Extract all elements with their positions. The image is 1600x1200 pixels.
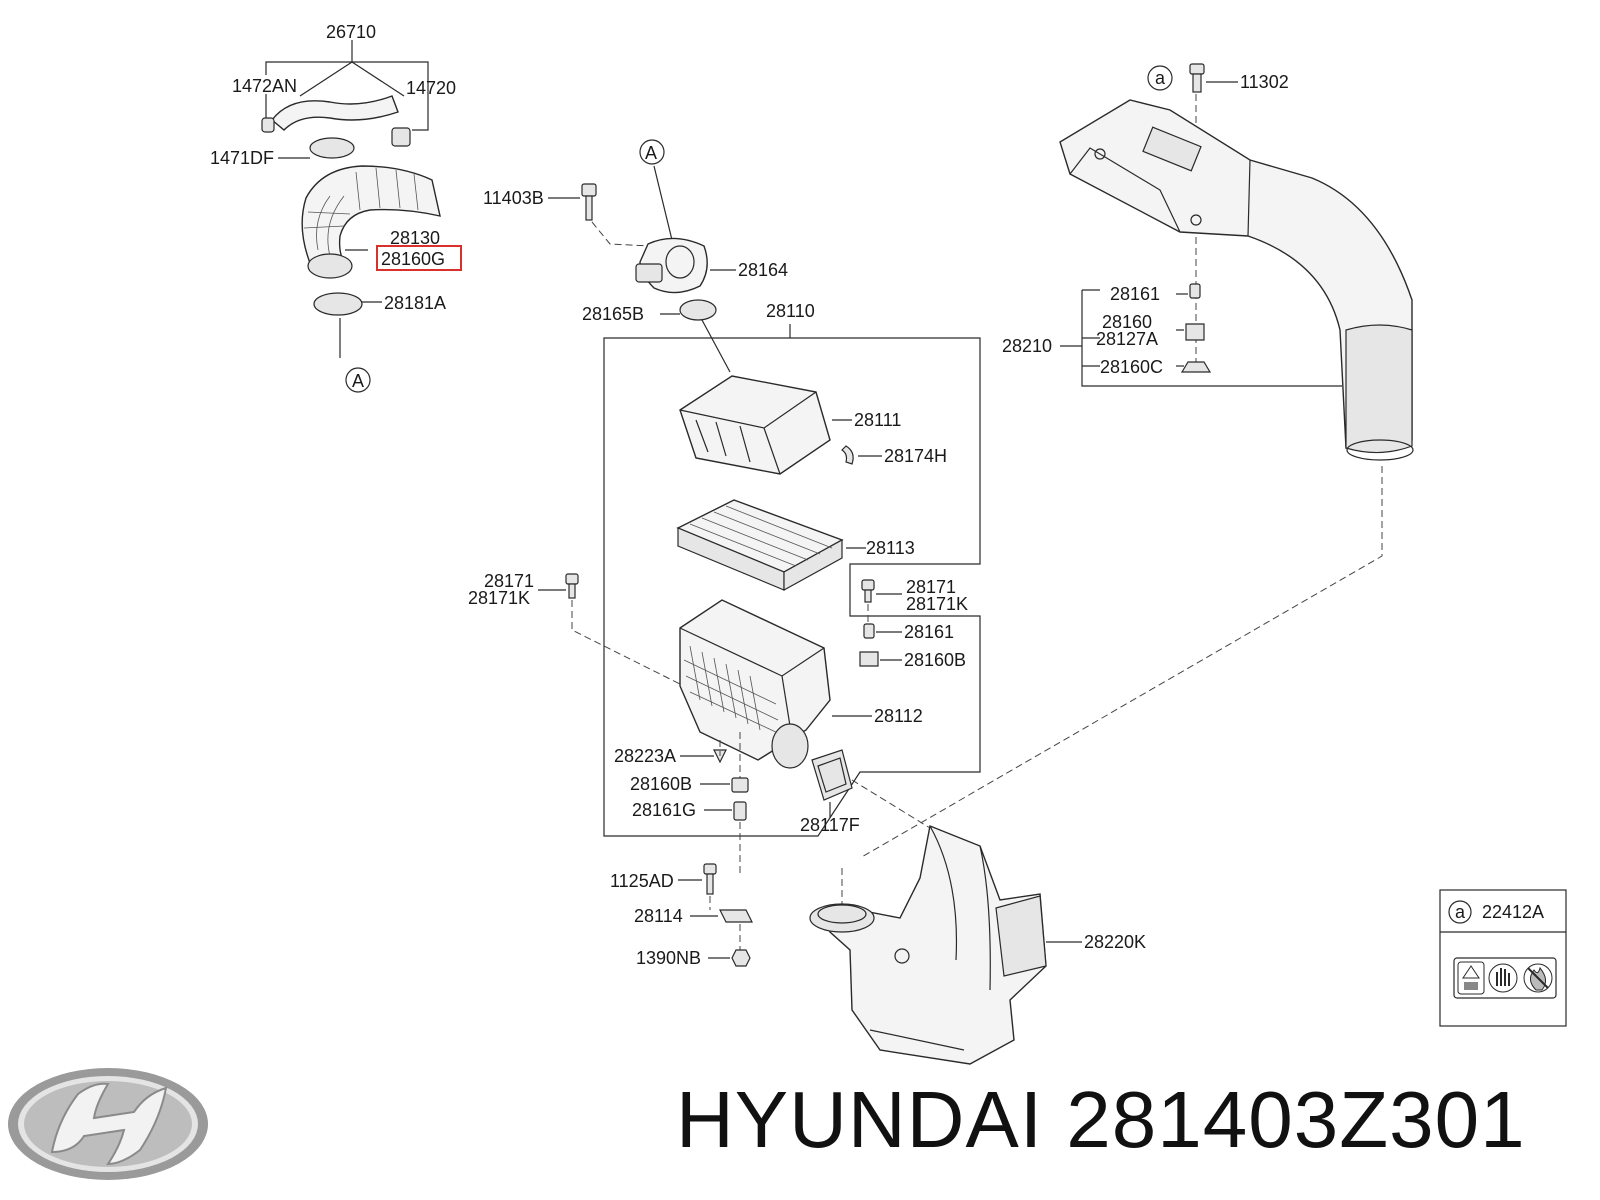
callout-1472AN: 1472AN [232,76,297,96]
callout-28171K-left: 28171K [468,588,530,608]
ref-label-a-top: a [1155,68,1166,88]
callout-11403B: 11403B [483,188,544,208]
ref-label-a-box: a [1455,902,1466,922]
callout-28111: 28111 [854,410,901,430]
callout-28161-top: 28161 [1110,284,1160,304]
callout-28112: 28112 [874,706,923,726]
callout-26710: 26710 [326,22,376,42]
callout-28174H: 28174H [884,446,947,466]
bushing-28161G [733,801,747,821]
bolt-28171-right [861,579,875,603]
highlight-box [376,245,462,271]
callout-14720: 14720 [406,78,456,98]
hose-clamp [309,137,355,159]
bushing-28161 [863,623,875,639]
grommet-28160B [859,651,879,667]
brand-part-number: HYUNDAI 281403Z301 [676,1075,1526,1164]
seal-28117F [811,749,853,801]
air-intake-duct-28210 [1059,99,1414,461]
duct-clamp [313,292,363,316]
ref-label-A-top: A [645,143,657,163]
callout-11302: 11302 [1240,72,1289,92]
intake-hose-group [261,40,441,358]
caution-label-box [1439,889,1567,1027]
callout-1471DF: 1471DF [210,148,274,168]
callout-28171-left: 28171 [484,571,534,591]
reference-circle-A-top [639,139,665,165]
callout-28171K-right: 28171K [906,594,968,614]
grommet-28160-top [1185,323,1205,341]
callout-28160B-right: 28160B [904,650,966,670]
intake-duct [301,165,441,269]
air-filter-element [676,499,844,592]
callout-1390NB: 1390NB [636,948,701,968]
callout-28181A: 28181A [384,293,446,313]
bolt-1125AD [703,863,717,895]
hose-clamp-small [261,117,275,133]
bolt-11403B [581,183,597,221]
bracket-28114 [719,909,753,923]
no-fire-icon [1523,963,1553,993]
hand-stop-icon [1488,963,1518,993]
callout-28160-top: 28160 [1102,312,1152,332]
air-cleaner-body [679,599,831,769]
air-cleaner-cover [679,375,831,475]
bolt-28171-left [565,573,579,599]
callout-28210: 28210 [1002,336,1052,356]
screw-11302 [1189,63,1205,93]
callout-28165B: 28165B [582,304,644,324]
collar-28160C [1180,361,1212,373]
callout-28113: 28113 [866,538,915,558]
ref-label-A-bottom: A [352,371,364,391]
callout-28171-right: 28171 [906,577,956,597]
hyundai-logo [8,1068,208,1180]
callout-28130: 28130 [390,228,440,248]
callout-28127A: 28127A [1096,329,1158,349]
callout-28114: 28114 [634,906,683,926]
clip-28174H [841,445,854,465]
assembly-frame [603,337,981,837]
reference-circle-a-top [1147,65,1173,91]
callout-28223A: 28223A [614,746,676,766]
callout-28161-mid: 28161 [904,622,954,642]
warning-icon [1457,961,1485,995]
callout-28160G: 28160G [381,249,445,269]
breather-hose [271,95,399,131]
reference-circle-a [345,367,371,393]
callout-22412A: 22412A [1482,902,1544,922]
callout-28220K: 28220K [1084,932,1146,952]
callout-28164: 28164 [738,260,788,280]
o-ring [679,299,717,321]
bushing-28161-top [1189,283,1201,299]
callout-28117F: 28117F [800,815,860,835]
callout-1125AD: 1125AD [610,871,674,891]
grommet-28160B-low [731,777,749,793]
callout-28160C: 28160C [1100,357,1163,377]
air-flow-sensor [635,237,708,294]
nut-1390NB [731,949,751,967]
callout-28160B-low: 28160B [630,774,692,794]
callout-28110: 28110 [766,301,815,321]
resonator [809,825,1047,1065]
callout-28161G: 28161G [632,800,696,820]
